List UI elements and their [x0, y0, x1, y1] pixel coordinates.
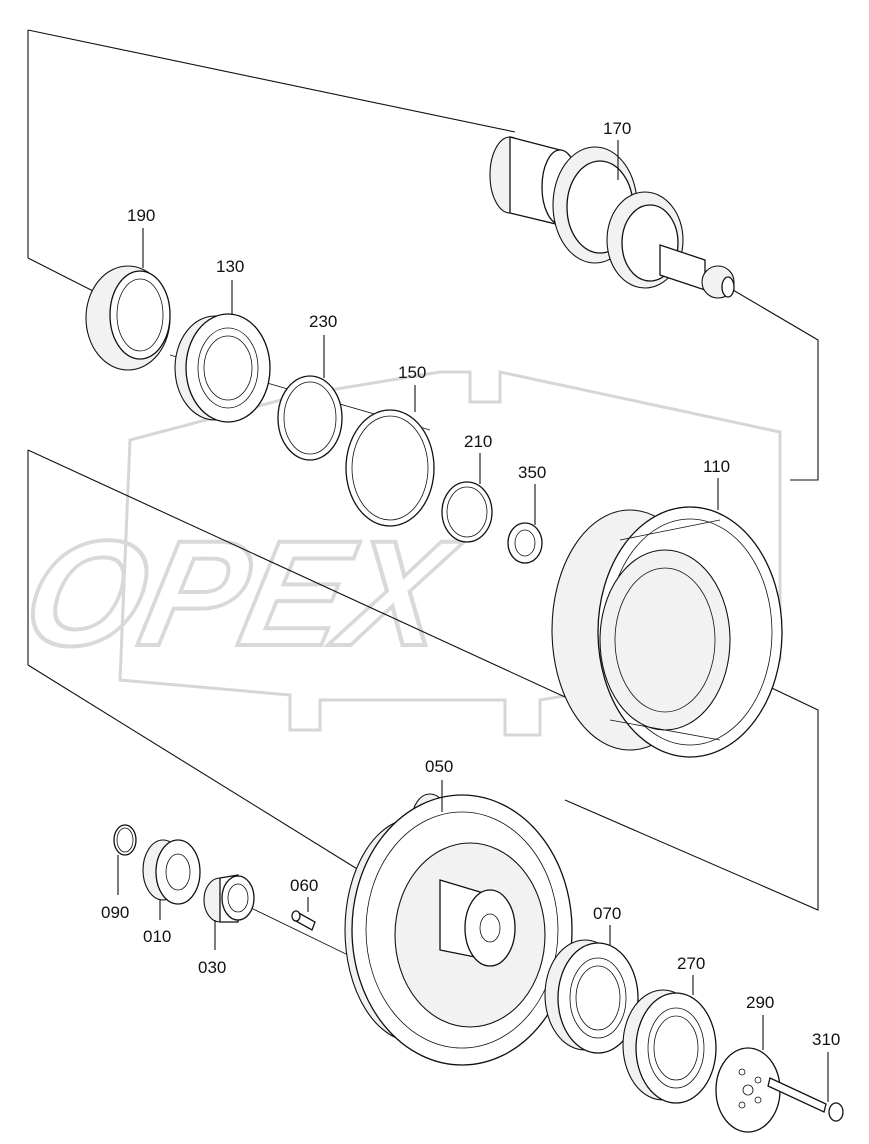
part-150-snap-ring-large [345, 409, 435, 527]
part-290-retainer-plate [715, 1047, 781, 1133]
watermark-gear-outline [118, 370, 782, 737]
part-060-pin [291, 910, 316, 931]
part-090-circlip [113, 824, 137, 856]
part-070-ball-bearing [544, 939, 639, 1054]
callout-150: 150 [398, 363, 426, 382]
lower-boundary [27, 449, 819, 911]
callout-110: 110 [703, 457, 730, 476]
part-310-bolt [767, 1077, 844, 1122]
axis-line-lower [244, 904, 349, 956]
callout-010: 010 [143, 927, 171, 946]
callout-090: 090 [101, 903, 129, 922]
watermark-text: OPEX [11, 511, 471, 678]
part-350-washer [507, 522, 543, 564]
part-050-helical-gear [344, 793, 573, 1066]
callout-130: 130 [216, 257, 244, 276]
callout-270: 270 [677, 954, 705, 973]
callout-290: 290 [746, 993, 774, 1012]
part-270-ball-bearing [622, 989, 717, 1104]
part-110-ring-gear [551, 506, 783, 758]
leader-lines [117, 140, 829, 1102]
callout-070: 070 [593, 904, 621, 923]
callout-170: 170 [603, 119, 631, 138]
callouts: 170 190 130 230 150 210 350 110 050 090 … [101, 119, 840, 1049]
part-170-shaft [489, 136, 735, 299]
callout-230: 230 [309, 312, 337, 331]
callout-190: 190 [127, 206, 155, 225]
callout-060: 060 [290, 876, 318, 895]
callout-350: 350 [518, 463, 546, 482]
watermark: OPEX [9, 370, 782, 737]
part-030-needle-bearing [203, 874, 255, 923]
part-190-seal [85, 265, 171, 371]
part-130-bearing [174, 313, 271, 423]
upper-boundary [27, 29, 819, 481]
callout-030: 030 [198, 958, 226, 977]
callout-050: 050 [425, 757, 453, 776]
part-010-pinion-gear [142, 839, 201, 905]
callout-310: 310 [812, 1030, 840, 1049]
part-210-snap-ring-small [441, 481, 493, 543]
part-230-snap-ring [277, 375, 343, 461]
callout-210: 210 [464, 432, 492, 451]
